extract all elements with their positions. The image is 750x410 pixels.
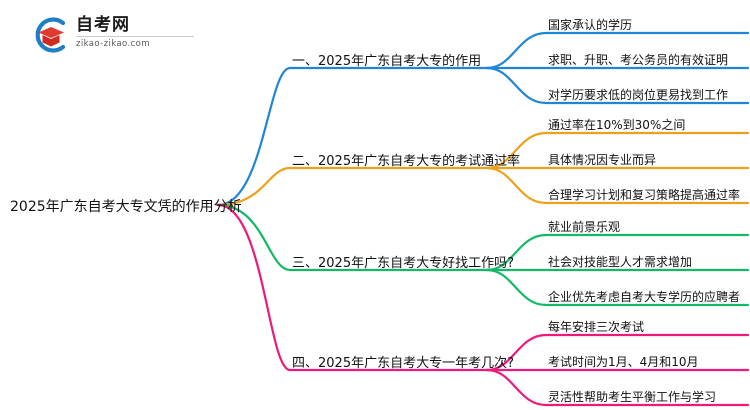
connector-path (216, 203, 489, 272)
topic-2[interactable]: 二、2025年广东自考大专的考试通过率 (292, 154, 521, 169)
leaf-3-1[interactable]: 就业前景乐观 (548, 220, 621, 234)
connector-path (485, 166, 750, 205)
leaf-1-2[interactable]: 求职、升职、考公务员的有效证明 (548, 53, 729, 67)
topic-3[interactable]: 三、2025年广东自考大专好找工作吗? (292, 256, 514, 271)
site-logo: 自考网 zikao-zikao.com (30, 12, 210, 58)
connector-path (216, 166, 489, 207)
connector-path (216, 66, 489, 207)
leaf-4-1[interactable]: 每年安排三次考试 (548, 320, 645, 334)
logo-divider (76, 36, 194, 37)
connector-path (485, 333, 750, 372)
leaf-1-3[interactable]: 对学历要求低的岗位更易找到工作 (548, 88, 729, 102)
logo-url: zikao-zikao.com (76, 39, 150, 49)
leaf-2-3[interactable]: 合理学习计划和复习策略提高通过率 (548, 188, 741, 202)
logo-name: 自考网 (76, 15, 130, 35)
leaf-4-2[interactable]: 考试时间为1月、4月和10月 (548, 355, 699, 369)
logo-text: 自考网 zikao-zikao.com (76, 16, 206, 49)
connector-path (485, 131, 750, 170)
connector-path (485, 31, 750, 70)
leaf-3-3[interactable]: 企业优先考虑自考大专学历的应聘者 (548, 290, 741, 304)
connector-path (485, 233, 750, 272)
topic-4[interactable]: 四、2025年广东自考大专一年考几次? (292, 356, 514, 371)
central-topic[interactable]: 2025年广东自考大专文凭的作用分析 (10, 199, 242, 215)
connector-path (216, 203, 489, 372)
connector-path (485, 66, 750, 105)
topic-1[interactable]: 一、2025年广东自考大专的作用 (292, 54, 482, 69)
leaf-3-2[interactable]: 社会对技能型人才需求增加 (548, 255, 693, 269)
connector-path (485, 368, 750, 407)
leaf-2-2[interactable]: 具体情况因专业而异 (548, 153, 657, 167)
leaf-2-1[interactable]: 通过率在10%到30%之间 (548, 118, 686, 132)
leaf-1-1[interactable]: 国家承认的学历 (548, 18, 633, 32)
connector-path (485, 268, 750, 307)
leaf-4-3[interactable]: 灵活性帮助考生平衡工作与学习 (548, 390, 717, 404)
graduation-cap-icon (30, 14, 72, 56)
